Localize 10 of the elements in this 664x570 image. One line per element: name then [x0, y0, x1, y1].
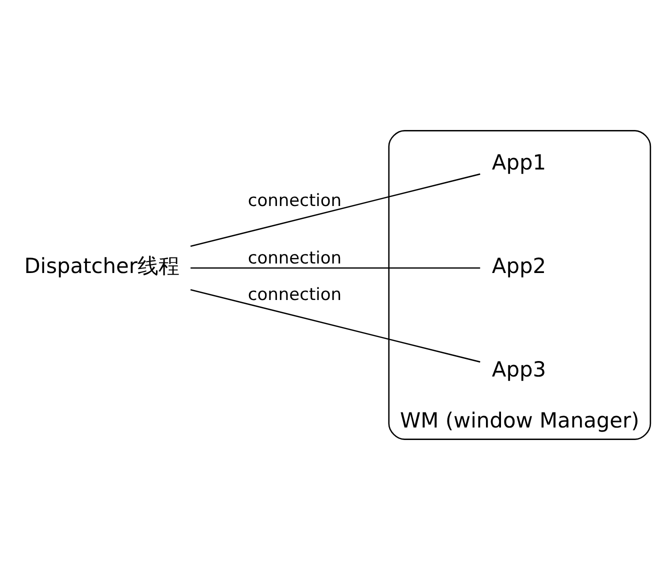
node-text: App2 — [492, 254, 546, 278]
node-text: Dispatcher线程 — [24, 254, 180, 278]
node-text: App1 — [492, 150, 546, 175]
edge-label: connection — [248, 248, 342, 268]
connector — [190, 289, 480, 363]
edge-label: connection — [248, 284, 342, 305]
edge-label: connection — [248, 190, 342, 211]
node-text: App3 — [492, 357, 546, 382]
connector — [190, 267, 480, 269]
connector — [190, 173, 480, 247]
